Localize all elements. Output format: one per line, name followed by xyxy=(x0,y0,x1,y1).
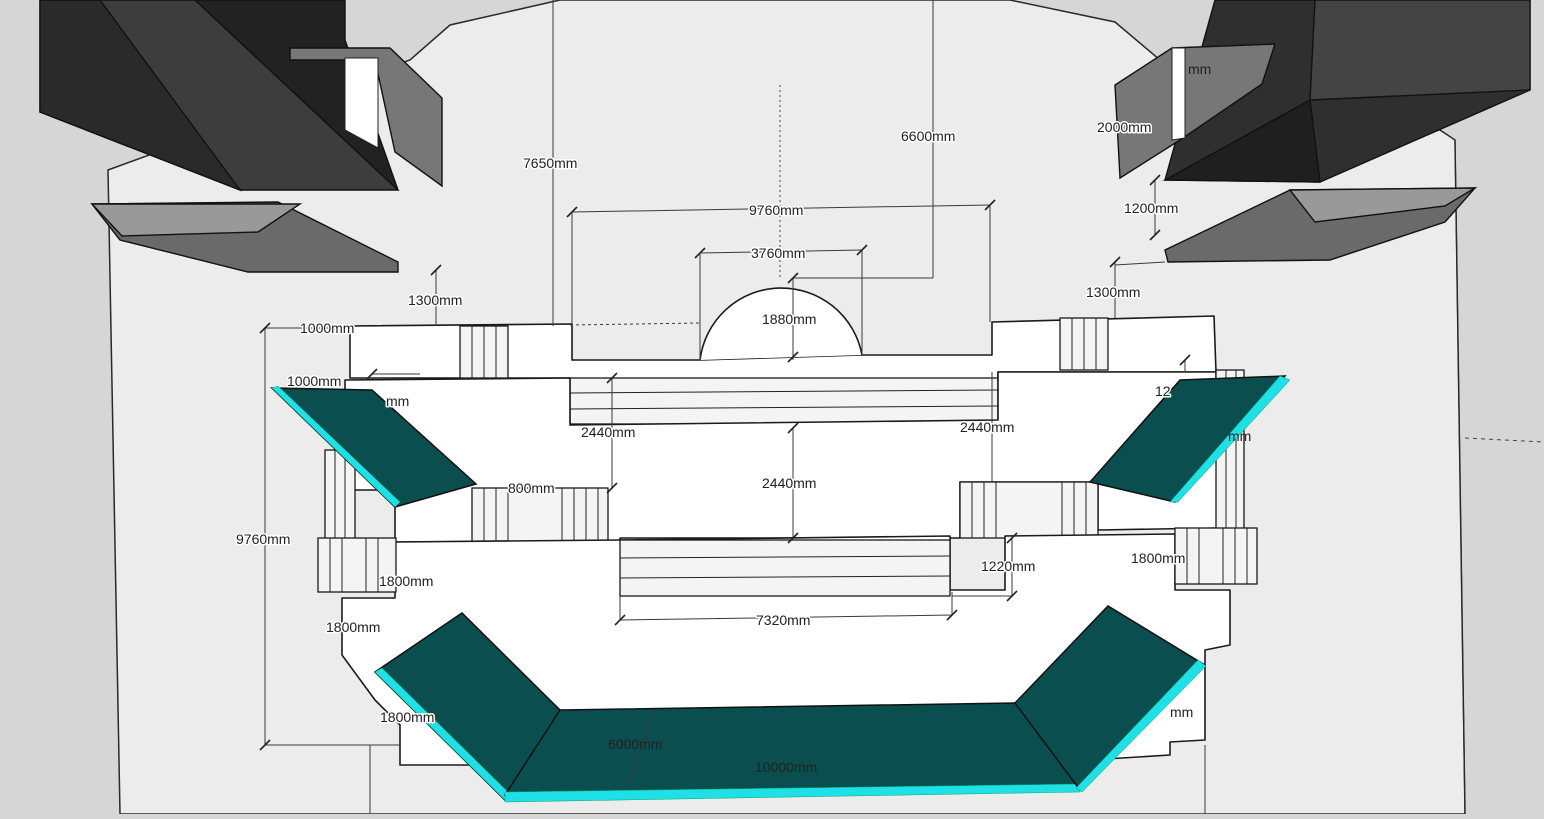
dimension-lines xyxy=(259,0,1206,814)
right-guide-line xyxy=(1464,437,1544,443)
dim-mm-left: mm xyxy=(386,393,409,409)
front-side-stairs-right xyxy=(1174,527,1258,585)
rear-stairs-right xyxy=(1059,317,1109,371)
middle-stairs-right xyxy=(959,481,1099,539)
middle-side-stairs-left xyxy=(324,449,356,541)
dim-9760-left: 9760mm xyxy=(236,531,290,547)
dim-1800-c: 1800mm xyxy=(380,709,434,725)
dim-1200: 1200mm xyxy=(1124,200,1178,216)
middle-stairs-left xyxy=(471,487,609,543)
dim-1300-left: 1300mm xyxy=(408,292,462,308)
teal-panel-left-upper xyxy=(270,385,478,508)
dim-1800-a: 1800mm xyxy=(379,573,433,589)
rear-center-steps xyxy=(569,377,999,425)
dim-2440-left: 2440mm xyxy=(581,424,635,440)
dim-6600: 6600mm xyxy=(901,128,955,144)
teal-panel-front-right xyxy=(1014,605,1207,793)
dim-7320: 7320mm xyxy=(756,612,810,628)
stage-arch xyxy=(699,287,863,361)
dim-1300-right: 1300mm xyxy=(1086,284,1140,300)
dim-9760-top: 9760mm xyxy=(749,202,803,218)
dim-800: 800mm xyxy=(508,480,555,496)
dim-mm-top-right: mm xyxy=(1188,61,1211,77)
dim-mm-right-a: mm xyxy=(1228,428,1251,444)
dim-7650: 7650mm xyxy=(523,155,577,171)
rear-stairs-left xyxy=(459,325,509,379)
dim-1000-b: 1000mm xyxy=(287,373,341,389)
front-side-stairs-left xyxy=(317,537,397,593)
wall-corner-line xyxy=(1454,139,1466,815)
dim-2440-right: 2440mm xyxy=(960,419,1014,435)
teal-panel-right-upper xyxy=(1088,375,1291,503)
dim-mm-right-b: mm xyxy=(1170,704,1193,720)
dim-1880: 1880mm xyxy=(762,311,816,327)
dim-1000-a: 1000mm xyxy=(300,320,354,336)
dimension-labels: 7650mm 6600mm 9760mm 3760mm 1880mm 1300m… xyxy=(235,61,1252,775)
dim-3760: 3760mm xyxy=(751,245,805,261)
dim-2000: 2000mm xyxy=(1097,119,1151,135)
dim-1220: 1220mm xyxy=(981,558,1035,574)
front-center-steps xyxy=(619,539,951,597)
teal-panel-front-center xyxy=(503,702,1082,803)
dim-1800-right: 1800mm xyxy=(1131,550,1185,566)
dim-2440-center: 2440mm xyxy=(762,475,816,491)
dim-1800-b: 1800mm xyxy=(326,619,380,635)
speaker-array-left xyxy=(39,0,443,273)
dim-6000: 6000mm xyxy=(608,736,662,752)
dim-12: 12 xyxy=(1155,383,1171,399)
speaker-array-right xyxy=(1114,0,1531,263)
dim-10000: 10000mm xyxy=(755,759,817,775)
